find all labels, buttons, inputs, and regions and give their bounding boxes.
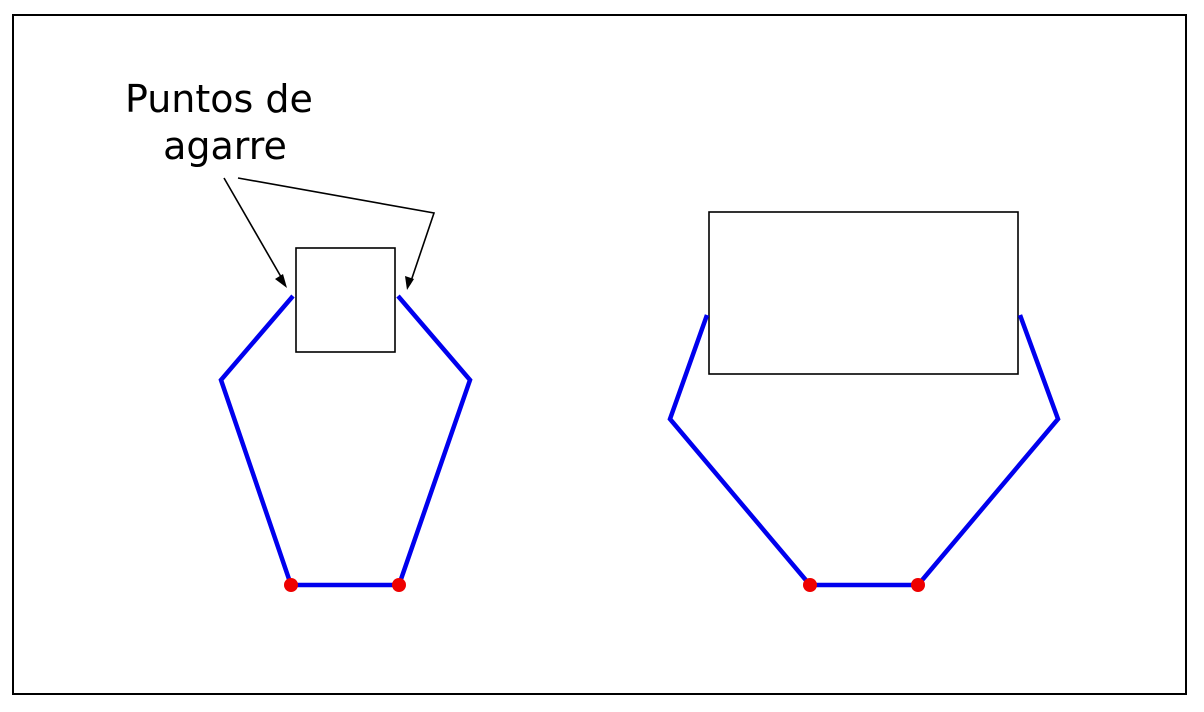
arrow-heads xyxy=(275,274,414,290)
large-object xyxy=(708,211,1019,375)
right-gripper-pivot-left xyxy=(803,578,817,592)
arrow-left-line xyxy=(223,177,285,283)
arrow-right-head xyxy=(405,276,414,290)
left-gripper-pivot-right xyxy=(392,578,406,592)
annotation-arrows xyxy=(223,177,436,285)
left-gripper-pivot-left xyxy=(284,578,298,592)
arrow-right-line xyxy=(237,177,436,285)
right-gripper-pivot-right xyxy=(911,578,925,592)
diagram-frame xyxy=(12,14,1187,695)
annotation-line-1: Puntos de xyxy=(125,77,313,121)
right-gripper-left-finger xyxy=(667,314,812,587)
right-gripper-right-finger xyxy=(916,314,1061,587)
arrow-left-head xyxy=(275,274,287,288)
annotation-line-2: agarre xyxy=(163,124,287,168)
small-object xyxy=(295,247,396,353)
left-gripper-right-finger xyxy=(396,294,473,586)
annotation-label: Puntos de agarre xyxy=(125,77,325,168)
left-gripper-left-finger xyxy=(218,294,295,586)
